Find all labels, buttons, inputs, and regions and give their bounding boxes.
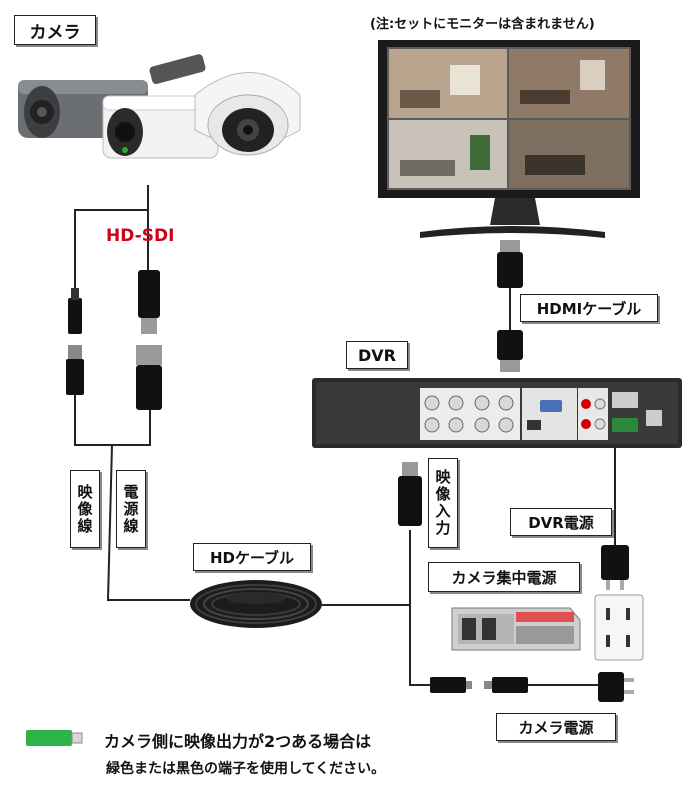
- monitor: [378, 40, 640, 238]
- hdmi-cable-label: HDMIケーブル: [520, 294, 658, 322]
- hdmi-cable: [497, 240, 523, 372]
- camera-label: カメラ: [14, 15, 96, 45]
- hd-sdi-label: HD-SDI: [106, 226, 175, 246]
- green-connector-icon: [26, 730, 83, 746]
- dvr-power-cable: [601, 448, 629, 590]
- video-input-label: 映像入力: [428, 458, 458, 548]
- dvr-power-label: DVR電源: [510, 508, 612, 536]
- video-line-label: 映像線: [70, 470, 100, 548]
- camera-central-power-label: カメラ集中電源: [428, 562, 580, 592]
- dvr-label: DVR: [346, 341, 408, 369]
- dome-camera: [194, 72, 301, 156]
- power-line-label: 電源線: [116, 470, 146, 548]
- camera-power-label: カメラ電源: [496, 713, 616, 741]
- hd-cable-label: HDケーブル: [193, 543, 311, 571]
- camera-connectors: [66, 270, 162, 410]
- central-power-supply: [451, 607, 581, 651]
- note-line-1: カメラ側に映像出力が2つある場合は: [104, 732, 372, 751]
- camera-group: [18, 54, 301, 159]
- dvr-panel: [312, 378, 682, 448]
- hd-cable-coil: [190, 580, 322, 628]
- note-line-2: 緑色または黒色の端子を使用してください。: [106, 761, 386, 777]
- wall-outlet: [594, 594, 644, 661]
- camera-power-cable: [430, 672, 634, 702]
- camera-cables: [74, 185, 430, 686]
- monitor-note: (注:セットにモニターは含まれません): [370, 17, 595, 32]
- video-input-connector: [398, 462, 422, 526]
- bullet-camera-white: [102, 95, 219, 159]
